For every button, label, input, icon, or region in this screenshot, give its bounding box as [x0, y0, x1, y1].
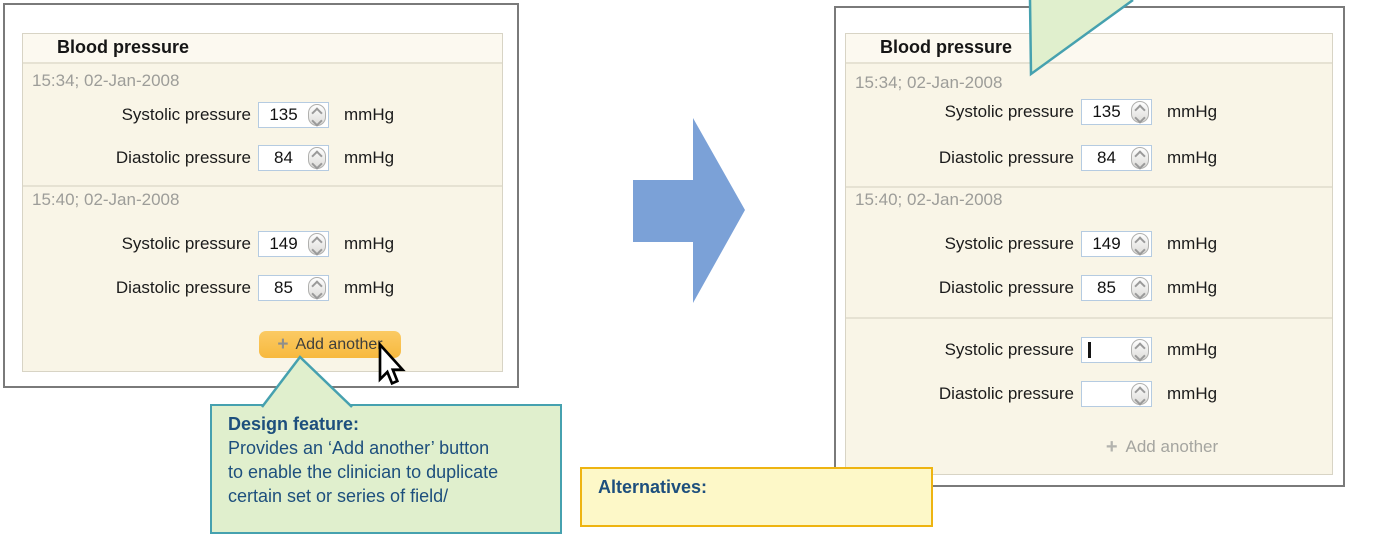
add-another-button[interactable]: + Add another [259, 331, 401, 358]
callout-heading: Design feature: [228, 414, 360, 434]
chevron-down-icon[interactable] [1134, 158, 1146, 170]
entry-timestamp: 15:34; 02-Jan-2008 [32, 71, 180, 90]
value-spinner[interactable] [1131, 233, 1149, 256]
add-another-label: Add another [1125, 437, 1219, 456]
systolic-row-new: Systolic pressure mmHg [846, 336, 1332, 364]
transition-arrow-icon [633, 118, 745, 303]
panel-title: Blood pressure [57, 37, 190, 57]
systolic-input[interactable]: 149 [1081, 231, 1152, 257]
entry-timestamp: 15:40; 02-Jan-2008 [32, 190, 180, 209]
chevron-down-icon[interactable] [311, 158, 323, 170]
plus-icon: + [1105, 436, 1118, 458]
unit-label: mmHg [1167, 384, 1218, 403]
chevron-down-icon[interactable] [1134, 350, 1146, 362]
value-spinner[interactable] [308, 277, 326, 300]
section-divider [846, 317, 1332, 319]
unit-label: mmHg [1167, 148, 1218, 167]
value-spinner[interactable] [1131, 147, 1149, 170]
chevron-down-icon[interactable] [311, 288, 323, 300]
value-spinner[interactable] [1131, 383, 1149, 406]
field-label: Diastolic pressure [938, 384, 1074, 403]
unit-label: mmHg [344, 278, 395, 297]
unit-label: mmHg [1167, 102, 1218, 121]
value-spinner[interactable] [1131, 101, 1149, 124]
unit-label: mmHg [344, 234, 395, 253]
value-spinner[interactable] [308, 147, 326, 170]
field-label: Diastolic pressure [115, 278, 251, 297]
chevron-down-icon[interactable] [1134, 288, 1146, 300]
systolic-value: 135 [1092, 102, 1121, 121]
diastolic-input[interactable] [1081, 381, 1152, 407]
section-divider [23, 185, 502, 187]
add-another-label: Add another [295, 335, 383, 353]
blood-pressure-panel-after: Blood pressure 15:34; 02-Jan-2008 Systol… [845, 33, 1333, 475]
chevron-down-icon[interactable] [1134, 244, 1146, 256]
systolic-input[interactable]: 149 [258, 231, 329, 257]
unit-label: mmHg [1167, 340, 1218, 359]
chevron-down-icon[interactable] [311, 115, 323, 127]
after-screen-window: Blood pressure 15:34; 02-Jan-2008 Systol… [834, 6, 1345, 487]
systolic-input[interactable]: 135 [1081, 99, 1152, 125]
value-spinner[interactable] [308, 233, 326, 256]
value-spinner[interactable] [1131, 277, 1149, 300]
field-label: Diastolic pressure [938, 148, 1074, 167]
callout-line: to enable the clinician to duplicate [228, 462, 499, 482]
systolic-row: Systolic pressure 135 mmHg [23, 101, 502, 129]
add-another-button-inactive[interactable]: + Add another [1082, 436, 1242, 458]
chevron-down-icon[interactable] [1134, 394, 1146, 406]
plus-icon: + [277, 333, 289, 355]
field-label: Systolic pressure [944, 340, 1074, 359]
diastolic-input[interactable]: 84 [258, 145, 329, 171]
systolic-value: 149 [1092, 234, 1121, 253]
panel-header: Blood pressure [23, 34, 502, 64]
value-spinner[interactable] [1131, 339, 1149, 362]
diastolic-row: Diastolic pressure 84 mmHg [846, 144, 1332, 172]
before-screen-window: Blood pressure 15:34; 02-Jan-2008 Systol… [3, 3, 519, 388]
diastolic-input[interactable]: 85 [1081, 275, 1152, 301]
systolic-value: 149 [269, 234, 298, 253]
panel-header: Blood pressure [846, 34, 1332, 64]
diastolic-value: 85 [274, 278, 293, 297]
field-label: Systolic pressure [944, 234, 1074, 253]
callout-heading: Alternatives: [598, 477, 708, 497]
systolic-value: 135 [269, 105, 298, 124]
diastolic-value: 85 [1097, 278, 1116, 297]
systolic-row: Systolic pressure 135 mmHg [846, 98, 1332, 126]
field-label: Systolic pressure [121, 234, 251, 253]
systolic-row: Systolic pressure 149 mmHg [846, 230, 1332, 258]
callout-line: certain set or series of field/ [228, 486, 449, 506]
chevron-down-icon[interactable] [1134, 112, 1146, 124]
text-caret [1088, 342, 1091, 358]
field-label: Diastolic pressure [115, 148, 251, 167]
diastolic-row: Diastolic pressure 85 mmHg [23, 274, 502, 302]
unit-label: mmHg [344, 105, 395, 124]
field-label: Systolic pressure [944, 102, 1074, 121]
alternatives-callout: Alternatives: [580, 467, 933, 527]
diastolic-row: Diastolic pressure 84 mmHg [23, 144, 502, 172]
diastolic-value: 84 [274, 148, 293, 167]
panel-title: Blood pressure [880, 37, 1013, 57]
entry-timestamp: 15:40; 02-Jan-2008 [855, 190, 1003, 209]
field-label: Diastolic pressure [938, 278, 1074, 297]
diastolic-input[interactable]: 85 [258, 275, 329, 301]
value-spinner[interactable] [308, 104, 326, 127]
diastolic-value: 84 [1097, 148, 1116, 167]
diastolic-row-new: Diastolic pressure mmHg [846, 380, 1332, 408]
systolic-input[interactable]: 135 [258, 102, 329, 128]
entry-timestamp: 15:34; 02-Jan-2008 [855, 73, 1003, 92]
systolic-row: Systolic pressure 149 mmHg [23, 230, 502, 258]
diastolic-input[interactable]: 84 [1081, 145, 1152, 171]
field-label: Systolic pressure [121, 105, 251, 124]
chevron-down-icon[interactable] [311, 244, 323, 256]
unit-label: mmHg [344, 148, 395, 167]
design-feature-callout: Design feature: Provides an ‘Add another… [210, 404, 562, 534]
section-divider [846, 186, 1332, 188]
diastolic-row: Diastolic pressure 85 mmHg [846, 274, 1332, 302]
unit-label: mmHg [1167, 278, 1218, 297]
systolic-input-focused[interactable] [1081, 337, 1152, 363]
unit-label: mmHg [1167, 234, 1218, 253]
callout-line: Provides an ‘Add another’ button [228, 438, 490, 458]
blood-pressure-panel-before: Blood pressure 15:34; 02-Jan-2008 Systol… [22, 33, 503, 372]
